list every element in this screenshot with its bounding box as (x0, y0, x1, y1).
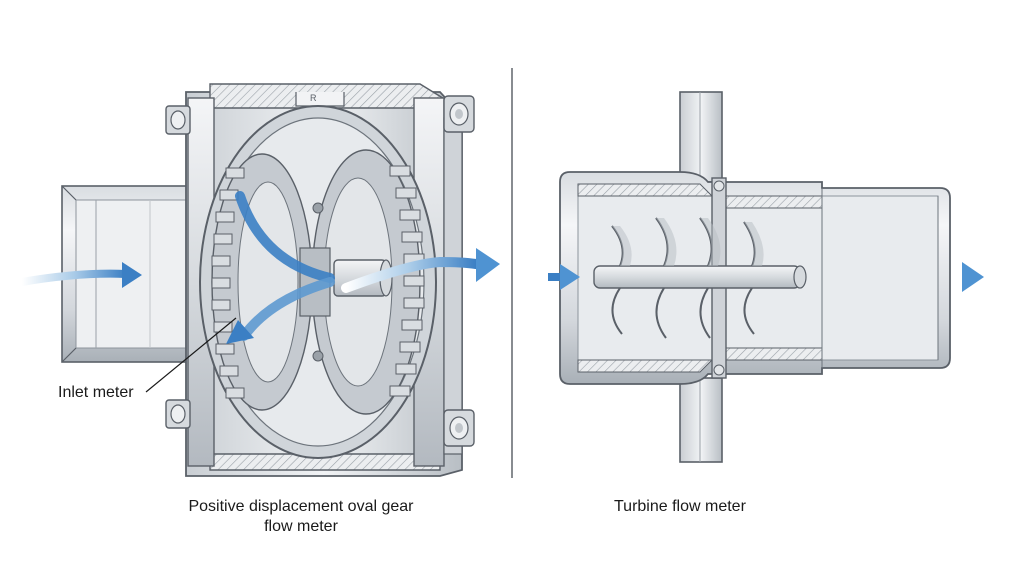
left-oval-gear (211, 153, 313, 411)
bolt-icon (165, 105, 191, 135)
bolt-icon (165, 399, 191, 429)
inlet-flow-arrow (18, 262, 142, 288)
positive-displacement-caption-line2: flow meter (264, 518, 338, 535)
positive-displacement-meter: R (18, 83, 500, 477)
svg-text:R: R (310, 93, 317, 103)
inlet-meter-label: Inlet meter (58, 384, 134, 401)
helical-rotor (593, 217, 807, 339)
outlet-flow-arrow (341, 248, 500, 293)
turbine-outlet-flow-arrow (812, 262, 984, 292)
gear-shaft (299, 202, 393, 362)
positive-displacement-caption-line1: Positive displacement oval gear (188, 498, 414, 515)
turbine-flow-meter (548, 91, 984, 463)
housing-bolts (165, 95, 475, 447)
bolt-icon (443, 409, 475, 447)
turbine-flow-meter-caption: Turbine flow meter (614, 498, 746, 515)
positive-displacement-caption: Positive displacement oval gear flow met… (176, 497, 426, 537)
vertical-pipe (679, 91, 723, 463)
bolt-icon (443, 95, 475, 133)
gear-flow-arrow-down (226, 191, 335, 344)
turbine-inlet-flow-arrow (548, 264, 580, 290)
inlet-meter-leader (145, 317, 237, 393)
